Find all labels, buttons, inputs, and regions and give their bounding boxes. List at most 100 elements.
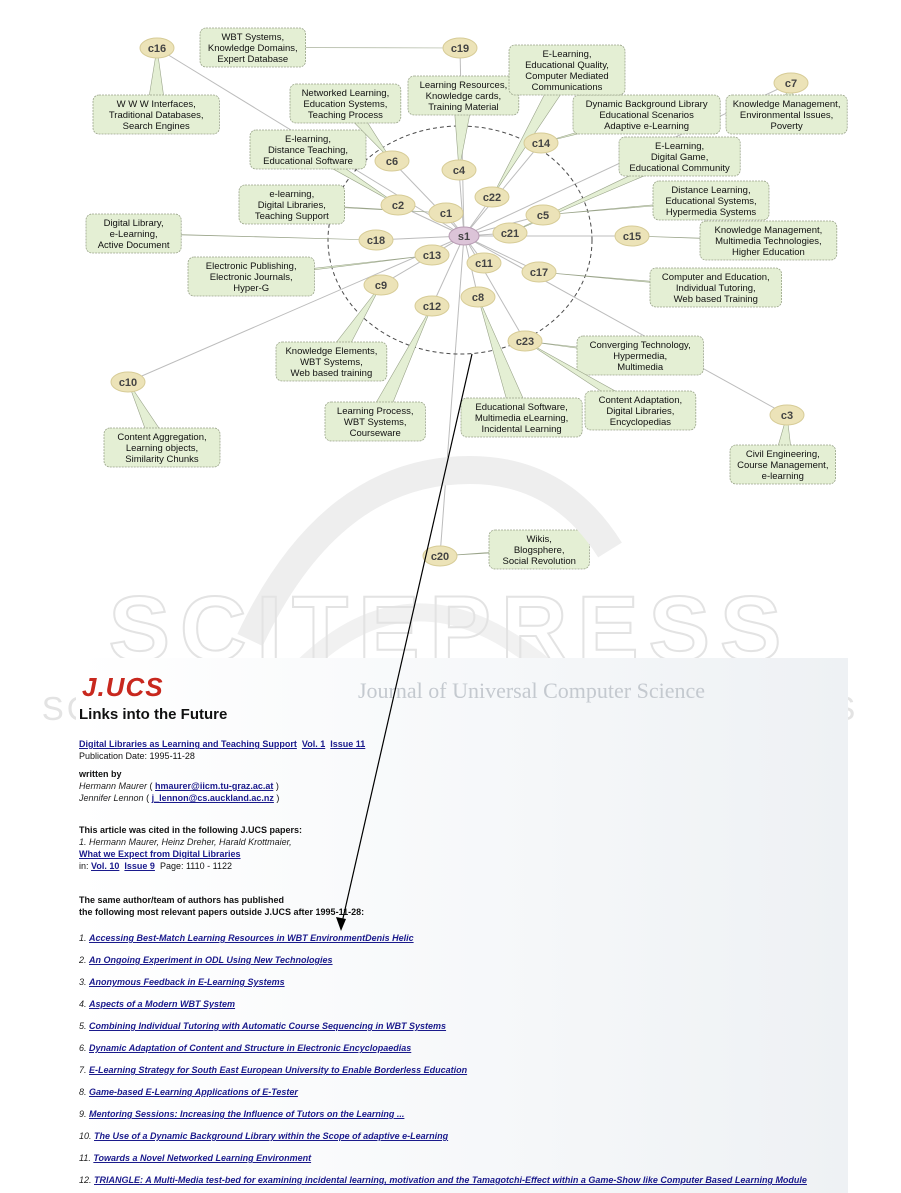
cluster-node[interactable]: c9 bbox=[363, 274, 399, 296]
cluster-node[interactable]: c22 bbox=[474, 186, 510, 208]
related-paper-item: 8. Game-based E-Learning Applications of… bbox=[79, 1086, 807, 1108]
node-label: c23 bbox=[516, 336, 534, 348]
graph-edge bbox=[463, 235, 788, 416]
article-issue-link[interactable]: Issue 11 bbox=[330, 739, 366, 749]
node-shape bbox=[773, 72, 809, 94]
cluster-node[interactable]: c21 bbox=[492, 222, 528, 244]
center-node-label: s1 bbox=[458, 231, 470, 243]
related-paper-link[interactable]: An Ongoing Experiment in ODL Using New T… bbox=[89, 955, 333, 965]
callout-box bbox=[460, 397, 583, 438]
cluster-node[interactable]: c23 bbox=[507, 330, 543, 352]
callout-topic: Networked Learning, bbox=[302, 88, 390, 99]
node-label: c21 bbox=[501, 228, 519, 240]
related-paper-link[interactable]: Towards a Novel Networked Learning Envir… bbox=[93, 1153, 312, 1163]
callout-topic: Electronic Journals, bbox=[210, 272, 293, 283]
cluster-node[interactable]: c8 bbox=[460, 286, 496, 308]
node-label: c9 bbox=[375, 280, 387, 292]
cluster-node[interactable]: c11 bbox=[466, 252, 502, 274]
node-shape bbox=[414, 295, 450, 317]
related-paper-link[interactable]: Anonymous Feedback in E-Learning Systems bbox=[89, 977, 285, 987]
cluster-node[interactable]: c6 bbox=[374, 150, 410, 172]
callout-box bbox=[199, 27, 306, 68]
node-label: c12 bbox=[423, 301, 441, 313]
related-paper-item: 1. Accessing Best-Match Learning Resourc… bbox=[79, 932, 807, 954]
node-label: c7 bbox=[785, 78, 797, 90]
cluster-node[interactable]: c4 bbox=[441, 159, 477, 181]
cluster-node[interactable]: c1 bbox=[428, 202, 464, 224]
cluster-node[interactable]: c2 bbox=[380, 194, 416, 216]
topic-callout: Computer and Education,Individual Tutori… bbox=[538, 267, 783, 308]
cluster-node[interactable]: c3 bbox=[769, 404, 805, 426]
callout-topic: Individual Tutoring, bbox=[676, 283, 756, 294]
cluster-node[interactable]: c14 bbox=[523, 132, 559, 154]
cited-paper-link[interactable]: What we Expect from Digital Libraries bbox=[79, 849, 241, 859]
callout-topic: Training Material bbox=[428, 102, 498, 113]
cited-vol-link[interactable]: Vol. 10 bbox=[91, 861, 120, 871]
author-name: Jennifer Lennon bbox=[79, 793, 144, 803]
callout-box bbox=[103, 427, 221, 468]
callout-topic: Course Management, bbox=[737, 460, 828, 471]
related-paper-link[interactable]: Aspects of a Modern WBT System bbox=[89, 999, 236, 1009]
cluster-node[interactable]: c19 bbox=[442, 37, 478, 59]
related-paper-link[interactable]: Dynamic Adaptation of Content and Struct… bbox=[89, 1043, 412, 1053]
callout-topic: Knowledge Management, bbox=[733, 99, 841, 110]
related-paper-number: 8. bbox=[79, 1087, 87, 1097]
related-paper-link[interactable]: TRIANGLE: A Multi-Media test-bed for exa… bbox=[94, 1175, 807, 1185]
article-title-link[interactable]: Digital Libraries as Learning and Teachi… bbox=[79, 739, 297, 749]
cluster-node[interactable]: c15 bbox=[614, 225, 650, 247]
callout-box bbox=[572, 94, 721, 135]
callout-topic: Multimedia bbox=[617, 362, 664, 373]
related-paper-link[interactable]: Mentoring Sessions: Increasing the Influ… bbox=[89, 1109, 405, 1119]
cluster-node[interactable]: c17 bbox=[521, 261, 557, 283]
callout-topic: Knowledge Elements, bbox=[285, 346, 377, 357]
node-shape bbox=[139, 37, 175, 59]
topic-callout: Content Aggregation,Learning objects,Sim… bbox=[103, 381, 221, 468]
related-paper-item: 4. Aspects of a Modern WBT System bbox=[79, 998, 807, 1020]
node-label: c8 bbox=[472, 292, 484, 304]
node-label: c17 bbox=[530, 267, 548, 279]
author-email-link[interactable]: hmaurer@iicm.tu-graz.ac.at bbox=[155, 781, 274, 791]
cluster-node[interactable]: c7 bbox=[773, 72, 809, 94]
related-paper-link[interactable]: Game-based E-Learning Applications of E-… bbox=[89, 1087, 298, 1097]
related-paper-link[interactable]: Combining Individual Tutoring with Autom… bbox=[89, 1021, 447, 1031]
node-label: c4 bbox=[453, 165, 466, 177]
cluster-node[interactable]: c12 bbox=[414, 295, 450, 317]
cluster-node[interactable]: c5 bbox=[525, 204, 561, 226]
callout-topic: Web based training bbox=[291, 368, 373, 379]
related-paper-link[interactable]: The Use of a Dynamic Background Library … bbox=[94, 1131, 449, 1141]
callout-topic: Learning Process, bbox=[337, 406, 414, 417]
related-intro: The same author/team of authors has publ… bbox=[79, 894, 364, 918]
cluster-node[interactable]: c10 bbox=[110, 371, 146, 393]
node-shape bbox=[380, 194, 416, 216]
node-label: c5 bbox=[537, 210, 549, 222]
callout-topic: Distance Teaching, bbox=[268, 145, 348, 156]
cluster-node[interactable]: c18 bbox=[358, 229, 394, 251]
callout-topic: Distance Learning, bbox=[671, 185, 750, 196]
callout-topic: Expert Database bbox=[217, 54, 288, 65]
cluster-node[interactable]: c13 bbox=[414, 244, 450, 266]
graph-edge bbox=[391, 160, 465, 237]
related-paper-item: 11. Towards a Novel Networked Learning E… bbox=[79, 1152, 807, 1174]
article-vol-link[interactable]: Vol. 1 bbox=[301, 739, 326, 749]
cluster-node[interactable]: c16 bbox=[139, 37, 175, 59]
author-email-link[interactable]: j_lennon@cs.auckland.ac.nz bbox=[151, 793, 274, 803]
node-label: c6 bbox=[386, 156, 398, 168]
related-paper-link[interactable]: Accessing Best-Match Learning Resources … bbox=[89, 933, 414, 943]
related-paper-number: 10. bbox=[79, 1131, 92, 1141]
author-name: Hermann Maurer bbox=[79, 781, 148, 791]
related-paper-number: 1. bbox=[79, 933, 87, 943]
callout-topic: Teaching Process bbox=[308, 110, 383, 121]
callout-topic: Active Document bbox=[98, 240, 170, 251]
jucs-logo[interactable]: J.UCS bbox=[82, 672, 164, 702]
callout-topic: Incidental Learning bbox=[481, 424, 561, 435]
node-label: c15 bbox=[623, 231, 641, 243]
node-shape bbox=[358, 229, 394, 251]
center-node[interactable]: s1 bbox=[448, 226, 480, 246]
callout-topic: Web based Training bbox=[674, 294, 758, 305]
topic-callout: Converging Technology,Hypermedia,Multime… bbox=[524, 335, 704, 376]
cited-issue-link[interactable]: Issue 9 bbox=[124, 861, 155, 871]
page-title: Links into the Future bbox=[79, 706, 228, 723]
node-label: c14 bbox=[532, 138, 551, 150]
related-paper-link[interactable]: E-Learning Strategy for South East Europ… bbox=[89, 1065, 468, 1075]
